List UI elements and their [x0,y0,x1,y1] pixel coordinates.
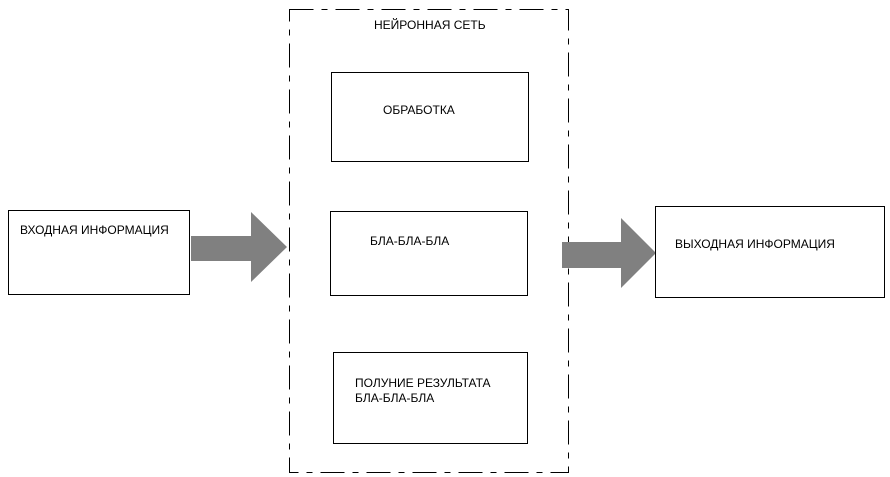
input-arrow [191,212,287,282]
step-bla: БЛА-БЛА-БЛА [330,211,528,296]
step-result: ПОЛУНИЕ РЕЗУЛЬТАТА БЛА-БЛА-БЛА [333,352,528,444]
step-label: БЛА-БЛА-БЛА [370,234,450,248]
step-processing: ОБРАБОТКА [331,72,529,162]
input-box: ВХОДНАЯ ИНФОРМАЦИЯ [8,210,190,295]
step-label: ОБРАБОТКА [383,103,455,117]
input-label: ВХОДНАЯ ИНФОРМАЦИЯ [20,223,169,237]
neural-network-container [289,9,569,473]
container-title: НЕЙРОННАЯ СЕТЬ [374,18,486,32]
step-label: ПОЛУНИЕ РЕЗУЛЬТАТА БЛА-БЛА-БЛА [355,376,491,405]
output-box: ВЫХОДНАЯ ИНФОРМАЦИЯ [655,206,885,298]
output-label: ВЫХОДНАЯ ИНФОРМАЦИЯ [675,237,835,251]
output-arrow [562,218,656,288]
